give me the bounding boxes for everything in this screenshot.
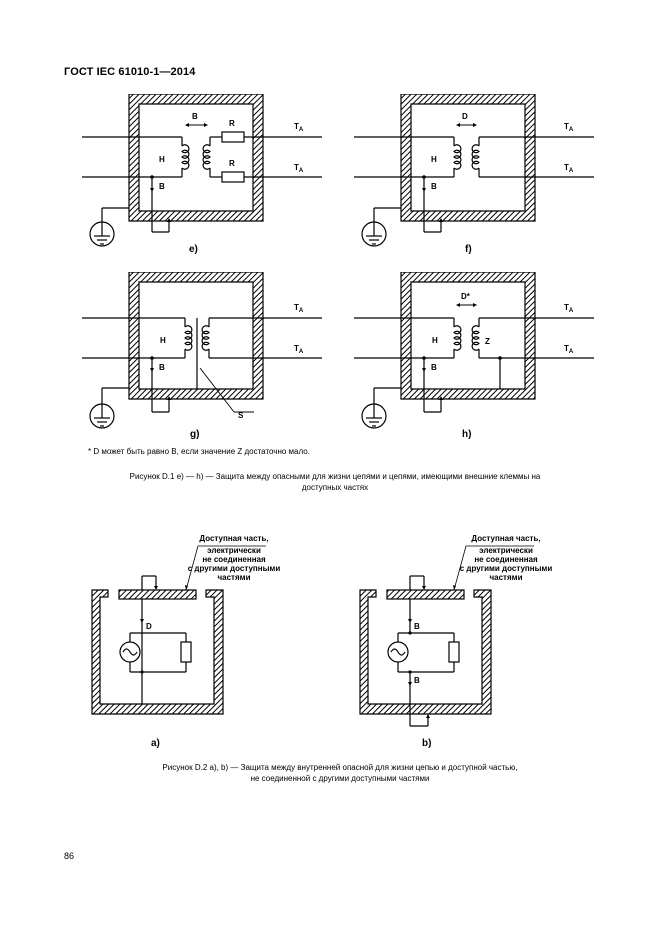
callout-a-line5: частями (218, 573, 251, 582)
label-d-f: D (462, 112, 468, 121)
label-b-h: B (431, 363, 437, 372)
caption-d1-line1: Рисунок D.1 e) — h) — Защита между опасн… (129, 472, 541, 481)
label-r2-e: R (229, 159, 235, 168)
callout-a-line3: не соединенная (202, 555, 266, 564)
caption-d1-line2: доступных частях (301, 483, 369, 492)
label-d-a: D (146, 622, 152, 631)
label-h-e: H (159, 155, 165, 164)
label-b-g: B (159, 363, 165, 372)
label-b-f: B (431, 182, 437, 191)
label-ta1-g: TA (294, 303, 304, 314)
callout-b-line4: с другими доступными (460, 564, 553, 573)
figure-e-diagram: B R R H B TA TA e) (82, 94, 322, 255)
document-header: ГОСТ IEC 61010-1—2014 (64, 66, 196, 78)
callout-b-line1: Доступная часть, (471, 534, 540, 543)
callout-b-line5: частями (490, 573, 523, 582)
figure-letter-g: g) (190, 429, 199, 440)
figure-letter-h: h) (462, 429, 471, 440)
figure-letter-b: b) (422, 738, 431, 749)
figure-h-diagram: D* H Z B TA TA h) (354, 272, 594, 440)
label-d-h: D* (461, 292, 471, 301)
label-ta2-e: TA (294, 163, 304, 174)
label-h-g: H (160, 336, 166, 345)
label-ta1-h: TA (564, 303, 574, 314)
page-number: 86 (64, 851, 75, 861)
figure-g-diagram: H B S TA TA g) (82, 272, 322, 440)
caption-d2-line1: Рисунок D.2 a), b) — Защита между внутре… (162, 763, 518, 772)
label-b2-e: B (159, 182, 165, 191)
footnote: * D может быть равно B, если значение Z … (88, 447, 310, 456)
callout-a-line1: Доступная часть, (199, 534, 268, 543)
label-h-f: H (431, 155, 437, 164)
label-z-h: Z (485, 337, 490, 346)
callout-a-line4: с другими доступными (188, 564, 281, 573)
label-b-e: B (192, 112, 198, 121)
caption-d2-line2: не соединенной с другими доступными част… (250, 774, 430, 783)
figure-d2-caption: Рисунок D.2 a), b) — Защита между внутре… (60, 762, 620, 784)
label-ta1-f: TA (564, 122, 574, 133)
figure-letter-e: e) (189, 244, 198, 255)
callout-b-line2: электрически (479, 546, 533, 555)
label-b2-b: B (414, 676, 420, 685)
label-s-g: S (238, 411, 244, 420)
figure-f-diagram: D H B TA TA f) (354, 94, 594, 255)
label-ta2-g: TA (294, 344, 304, 355)
label-h-h: H (432, 336, 438, 345)
figure-d1-caption: Рисунок D.1 e) — h) — Защита между опасн… (40, 471, 630, 493)
callout-a-line2: электрически (207, 546, 261, 555)
label-ta2-h: TA (564, 344, 574, 355)
figure-b-diagram: B B Доступная часть, электрически не сое… (359, 534, 553, 749)
label-ta2-f: TA (564, 163, 574, 174)
callout-b-line3: не соединенная (474, 555, 538, 564)
figure-a-diagram: D Доступная часть, электрически не соеди… (91, 534, 281, 749)
figure-letter-f: f) (465, 244, 472, 255)
label-ta1-e: TA (294, 122, 304, 133)
figure-letter-a: a) (151, 738, 160, 749)
label-b1-b: B (414, 622, 420, 631)
label-r1-e: R (229, 119, 235, 128)
